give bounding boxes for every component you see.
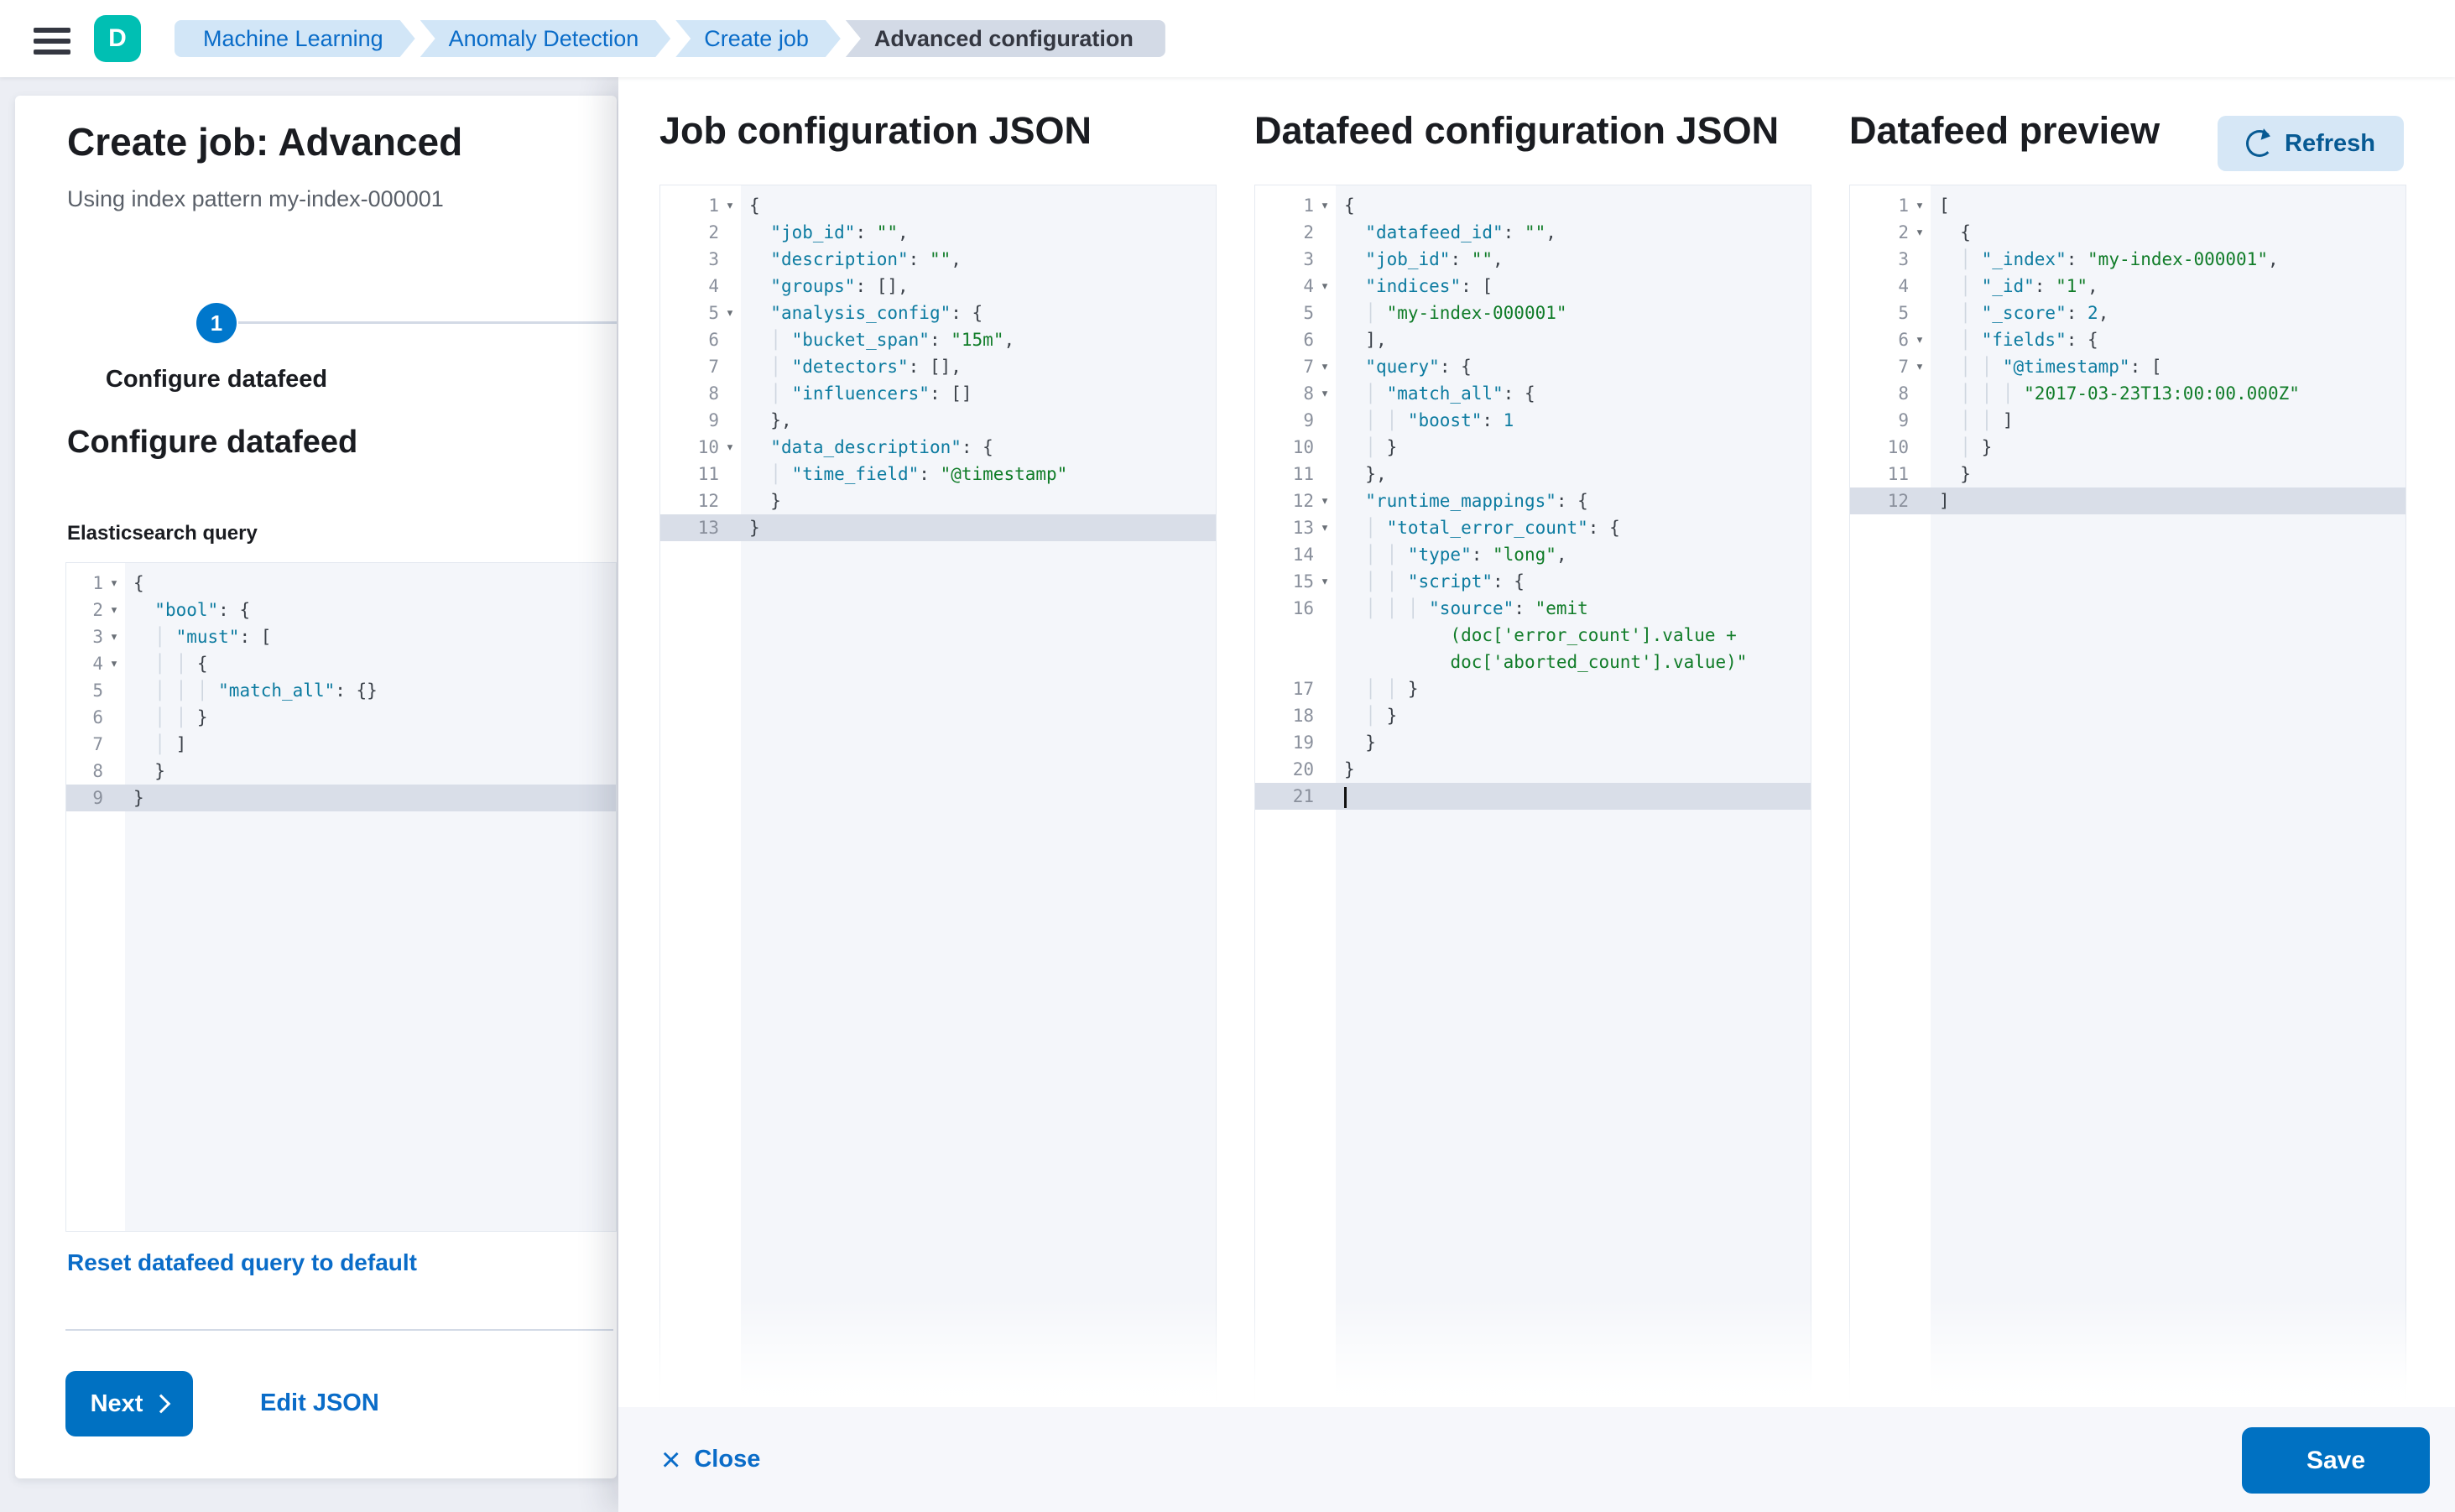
flyout-footer: × Close Save (618, 1407, 2455, 1512)
chevron-right-icon (152, 1394, 171, 1414)
refresh-icon (2246, 130, 2273, 157)
breadcrumb: Machine Learning Anomaly Detection Creat… (175, 20, 1165, 57)
job-configuration-json-heading: Job configuration JSON (659, 109, 1092, 152)
step-1-label: Configure datafeed (105, 366, 328, 393)
card-divider (65, 1329, 613, 1331)
advanced-json-flyout: Job configuration JSON Datafeed configur… (618, 77, 2455, 1512)
datafeed-configuration-json-heading: Datafeed configuration JSON (1254, 109, 1780, 152)
step-progress-line (238, 321, 617, 324)
breadcrumb-create-job[interactable]: Create job (675, 20, 841, 57)
elasticsearch-query-label: Elasticsearch query (67, 522, 258, 545)
close-button[interactable]: × Close (661, 1441, 761, 1478)
breadcrumb-current-advanced-configuration: Advanced configuration (845, 20, 1165, 57)
top-navigation-bar: D Machine Learning Anomaly Detection Cre… (0, 0, 2455, 77)
datafeed-preview-heading: Datafeed preview (1849, 109, 2161, 152)
refresh-button[interactable]: Refresh (2218, 116, 2404, 171)
page-title: Create job: Advanced (67, 120, 463, 164)
index-pattern-subtitle: Using index pattern my-index-000001 (67, 186, 444, 211)
create-job-wizard-panel: Create job: Advanced Using index pattern… (15, 96, 617, 1478)
next-button[interactable]: Next (65, 1371, 193, 1436)
configure-datafeed-heading: Configure datafeed (67, 425, 358, 460)
breadcrumb-anomaly-detection[interactable]: Anomaly Detection (420, 20, 671, 57)
save-button[interactable]: Save (2242, 1427, 2430, 1494)
hamburger-menu-icon[interactable] (34, 22, 74, 55)
breadcrumb-machine-learning[interactable]: Machine Learning (175, 20, 415, 57)
step-1-indicator[interactable]: 1 (196, 303, 237, 343)
user-avatar[interactable]: D (94, 15, 141, 62)
close-icon: × (661, 1441, 681, 1478)
reset-datafeed-query-link[interactable]: Reset datafeed query to default (67, 1249, 417, 1275)
edit-json-link[interactable]: Edit JSON (260, 1389, 379, 1416)
